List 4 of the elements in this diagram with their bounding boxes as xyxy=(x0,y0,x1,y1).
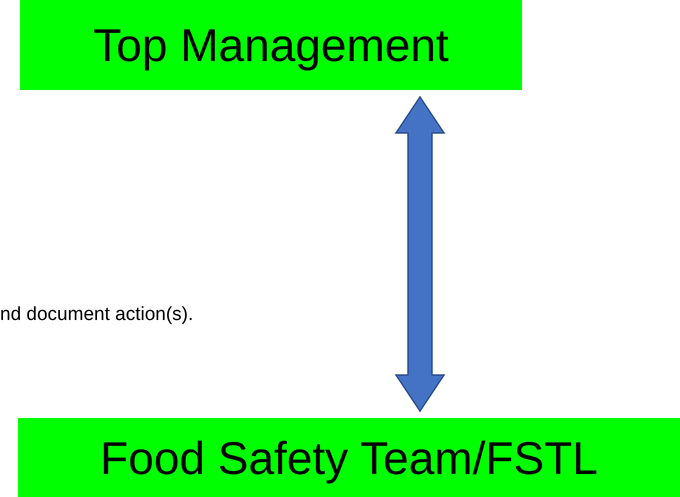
note-text: nd document action(s). xyxy=(0,304,194,326)
double-arrow xyxy=(394,96,446,412)
title-box: Food Safety Team/FSTL xyxy=(18,418,680,497)
title-box: Top Management xyxy=(20,0,522,90)
